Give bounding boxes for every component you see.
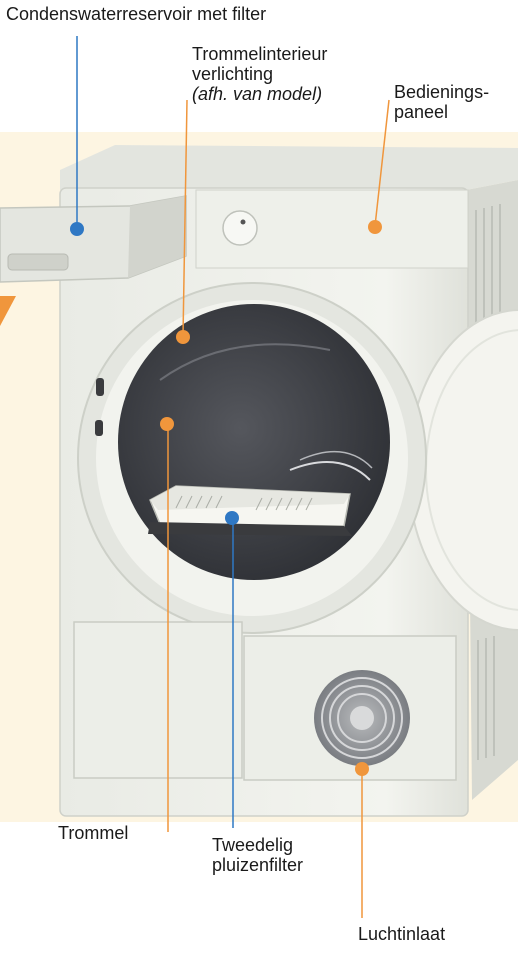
label-pluizenfilter-line1: Tweedelig (212, 835, 303, 855)
marker-trommel (160, 417, 174, 431)
label-condenswater-text: Condenswaterreservoir met filter (6, 4, 266, 24)
label-trommelverlichting: Trommelinterieur verlichting (afh. van m… (192, 44, 327, 104)
marker-pluizenfilter (225, 511, 239, 525)
dryer-top (60, 145, 518, 190)
label-pluizenfilter-line2: pluizenfilter (212, 855, 303, 875)
label-pluizenfilter: Tweedelig pluizenfilter (212, 835, 303, 875)
marker-trommelverlichting (176, 330, 190, 344)
label-trommel-text: Trommel (58, 823, 128, 843)
air-intake-grille (314, 670, 410, 766)
label-bedieningspaneel-line2: paneel (394, 102, 489, 122)
label-trommelverlichting-line2: verlichting (192, 64, 327, 84)
label-trommelverlichting-note: (afh. van model) (192, 84, 327, 104)
marker-luchtinlaat (355, 762, 369, 776)
label-trommelverlichting-line1: Trommelinterieur (192, 44, 327, 64)
lower-panel-left (74, 622, 242, 778)
marker-condenswater (70, 222, 84, 236)
marker-bedieningspaneel (368, 220, 382, 234)
label-bedieningspaneel: Bedienings- paneel (394, 82, 489, 122)
label-bedieningspaneel-line1: Bedienings- (394, 82, 489, 102)
label-condenswater: Condenswaterreservoir met filter (6, 4, 266, 24)
control-knob (223, 211, 257, 245)
label-luchtinlaat-text: Luchtinlaat (358, 924, 445, 944)
label-trommel: Trommel (58, 823, 128, 843)
label-luchtinlaat: Luchtinlaat (358, 924, 445, 944)
